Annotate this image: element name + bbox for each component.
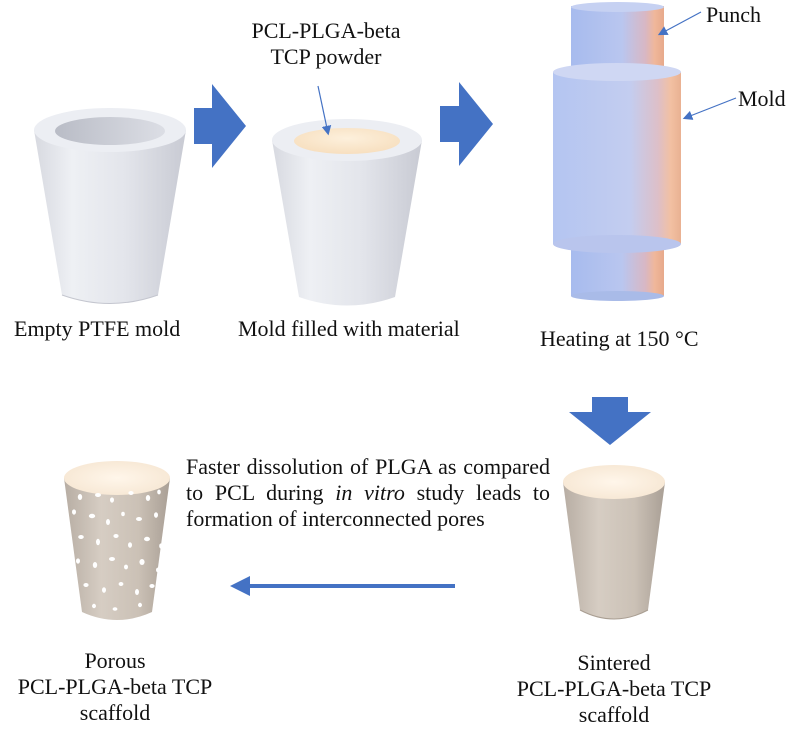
filled-mold-label: Mold filled with material	[238, 316, 460, 341]
porous-scaffold-label: Porous PCL-PLGA-beta TCP scaffold	[10, 648, 220, 726]
filled-mold-illustration	[272, 119, 422, 306]
sintered-scaffold-illustration	[563, 465, 665, 620]
heating-label: Heating at 150 °C	[540, 326, 699, 351]
powder-callout-line-2: TCP powder	[270, 44, 382, 69]
description-line-3: study leads to formation of	[186, 480, 550, 531]
powder-callout-line	[317, 85, 332, 136]
heating-press-illustration	[553, 2, 681, 301]
porous-label-line-2: PCL-PLGA-beta TCP	[17, 674, 213, 699]
description-line-1: Faster dissolution of PLGA as	[186, 454, 457, 479]
description-line-2: compared to PCL during in vitro	[186, 454, 550, 505]
porous-scaffold-illustration	[64, 461, 170, 620]
description-line-4: interconnected pores	[302, 506, 485, 531]
process-arrow-left	[230, 576, 455, 596]
dissolution-description: Faster dissolution of PLGA as compared t…	[186, 454, 550, 532]
description-line-2-text: compared to PCL during	[186, 454, 550, 505]
process-arrow-1	[194, 84, 246, 168]
porous-label-line-1: Porous	[84, 648, 146, 673]
description-in-vitro: in vitro	[335, 480, 405, 505]
powder-callout-label: PCL-PLGA-beta TCP powder	[236, 18, 416, 70]
mold-callout-label: Mold	[738, 86, 786, 111]
pores	[72, 489, 163, 611]
punch-callout-label: Punch	[706, 2, 761, 27]
mold-callout-line	[682, 97, 737, 120]
powder-callout-line-1: PCL-PLGA-beta	[251, 18, 401, 43]
sintered-scaffold-label: Sintered PCL-PLGA-beta TCP scaffold	[504, 650, 724, 728]
process-arrow-down	[569, 397, 651, 445]
sintered-label-line-2: PCL-PLGA-beta TCP	[516, 676, 712, 701]
empty-mold-label: Empty PTFE mold	[14, 316, 181, 341]
porous-label-line-3: scaffold	[79, 700, 151, 725]
sintered-label-line-3: scaffold	[578, 702, 650, 727]
empty-mold-illustration	[34, 108, 186, 304]
punch-callout-line	[657, 11, 702, 36]
sintered-label-line-1: Sintered	[577, 650, 651, 675]
process-arrow-2	[440, 82, 493, 166]
